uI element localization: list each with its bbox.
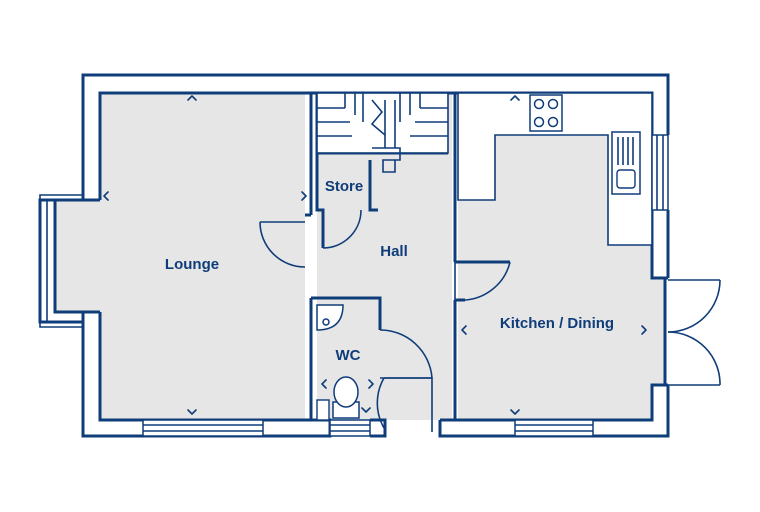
dimension-markers	[103, 95, 647, 415]
bay-window-frame	[38, 198, 100, 324]
hob-ring-2	[547, 98, 559, 110]
stair-core	[370, 99, 401, 173]
basin-drain	[322, 318, 330, 326]
wc-arrow-right	[368, 379, 374, 389]
windows	[142, 134, 669, 437]
front-door	[376, 377, 433, 432]
kitchen-door	[454, 261, 511, 301]
hob-ring-4	[547, 116, 559, 128]
kitchen-window-bottom-glass	[515, 424, 593, 432]
patio-door-upper	[667, 279, 721, 333]
room-label-wc: WC	[336, 347, 361, 364]
hall-floor	[317, 93, 452, 420]
room-labels: Lounge Store Hall WC Kitchen / Dining	[165, 178, 614, 364]
lounge-floor	[55, 93, 305, 420]
room-label-kitchen: Kitchen / Dining	[500, 315, 614, 332]
lounge-arrow-bottom	[187, 409, 197, 415]
room-label-hall: Hall	[380, 243, 408, 260]
stair-area	[316, 92, 449, 154]
wc-arrow-left	[321, 379, 327, 389]
doors	[259, 209, 721, 432]
kitchen-window-right	[651, 134, 669, 211]
hob	[529, 94, 563, 132]
room-label-store: Store	[325, 178, 363, 195]
store-door	[322, 209, 362, 249]
wc-floor	[317, 298, 380, 420]
stair-treads-left	[317, 93, 364, 137]
stair-treads-right	[399, 93, 448, 137]
kitchen-arrow-top	[510, 95, 520, 101]
lounge-arrow-left	[103, 191, 109, 201]
bay-window-glass	[39, 194, 83, 328]
stair-newel	[384, 100, 396, 148]
sink-drainer	[617, 137, 634, 165]
outer-wall-outline	[81, 73, 670, 200]
sink-bowl	[616, 169, 636, 189]
kitchen-arrow-right	[641, 325, 647, 335]
lounge-arrow-right	[301, 191, 307, 201]
room-label-lounge: Lounge	[165, 256, 219, 273]
kitchen-arrow-bottom	[510, 409, 520, 415]
outer-wall-bottom-mid	[370, 418, 387, 438]
lounge-window	[142, 419, 264, 437]
hob-ring-3	[533, 116, 545, 128]
wc-box	[316, 399, 330, 421]
lounge-door	[259, 221, 306, 268]
kitchen-units	[457, 92, 653, 246]
toilet-bowl	[333, 376, 359, 408]
wc-window-glass	[330, 424, 370, 432]
wc-arrow-bottom	[361, 407, 371, 413]
wc-fixtures	[316, 304, 360, 421]
staircase	[316, 92, 449, 173]
patio-door-lower	[667, 331, 721, 386]
lounge-arrow-top	[187, 95, 197, 101]
kitchen-window-bottom	[514, 419, 594, 437]
hob-ring-1	[533, 98, 545, 110]
lounge-window-glass	[143, 424, 263, 432]
kitchen-arrow-left	[461, 325, 467, 335]
bay-window	[38, 194, 100, 328]
wc-window	[329, 419, 371, 437]
kitchen-window-right-glass	[656, 135, 664, 210]
